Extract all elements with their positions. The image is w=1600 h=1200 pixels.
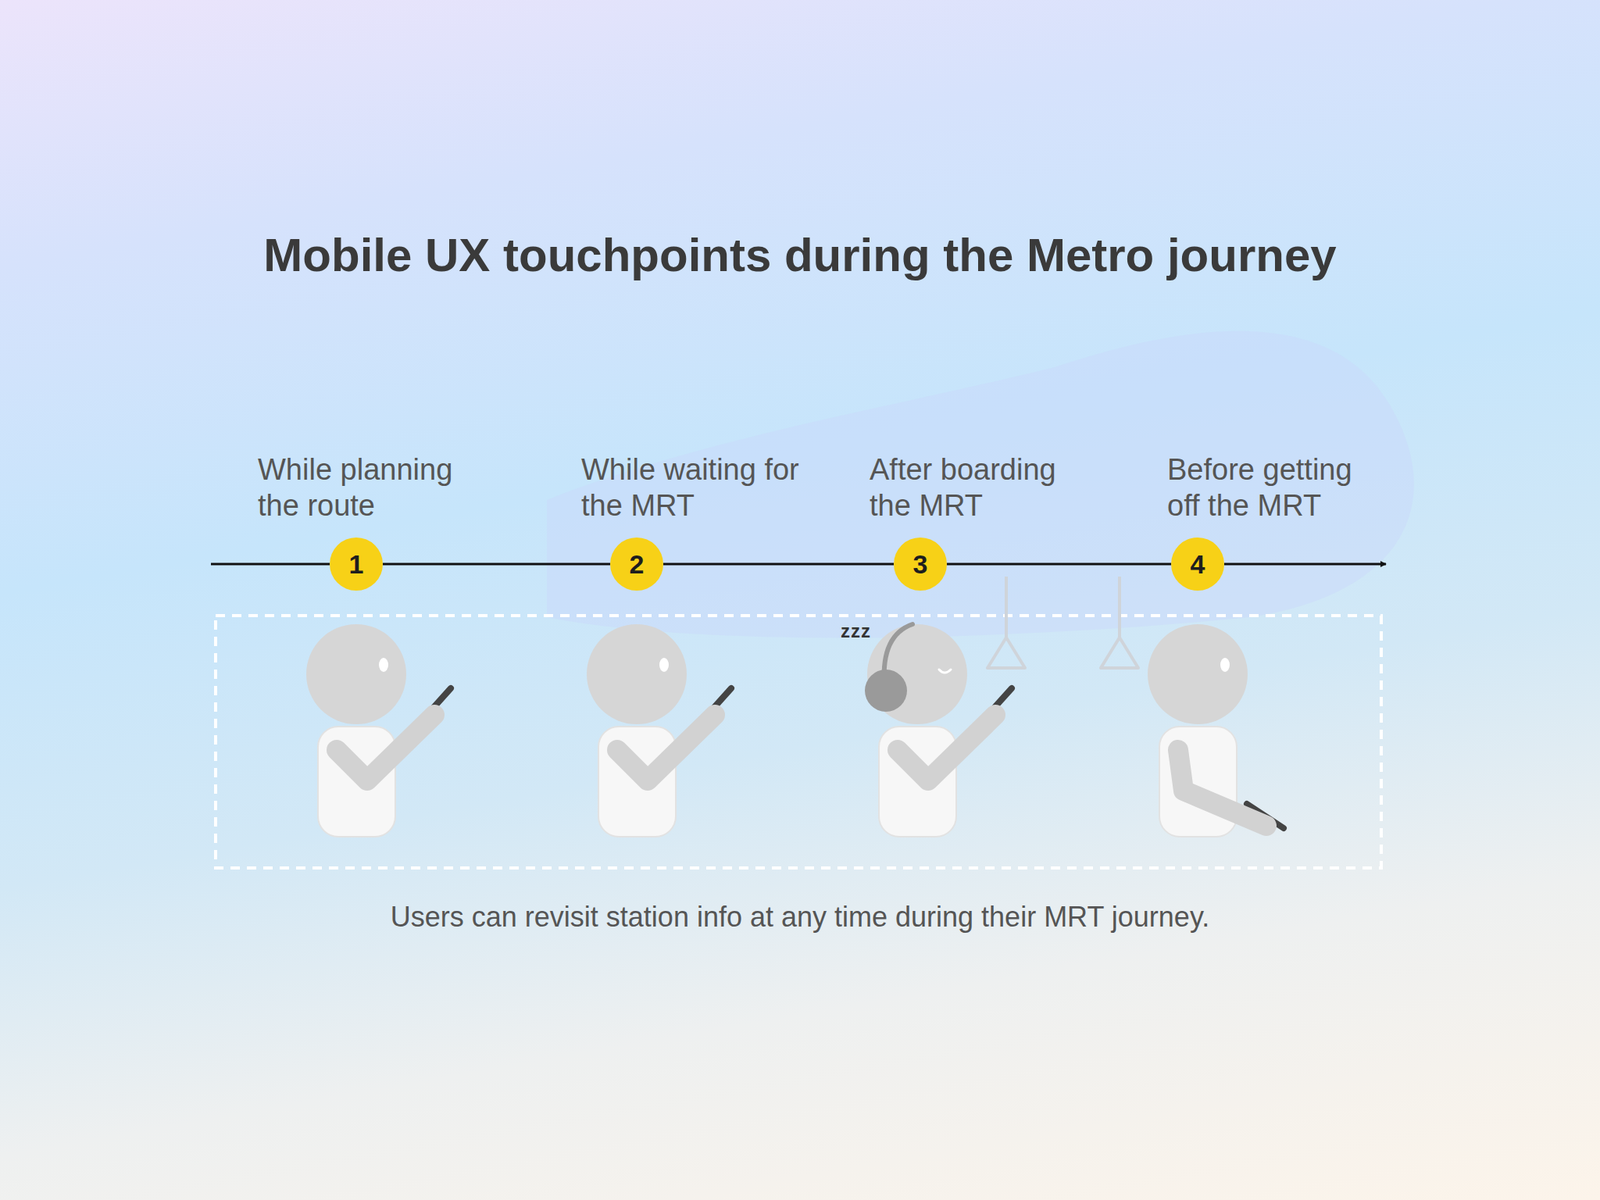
background-shape [546,331,1415,639]
title: Mobile UX touchpoints during the Metro j… [263,228,1336,283]
circle-fill [329,537,383,591]
step-label: While planning the route [257,451,493,524]
step-number-circle: 2 [610,537,664,591]
hand-strap [987,576,1139,668]
callout-number: 2 [629,549,645,580]
callout-number: 4 [1190,549,1206,580]
step-number-circle: 1 [329,537,383,591]
timeline-arrow [1224,563,1386,566]
step-label: Before getting off the MRT [1167,451,1379,524]
step-label: While waiting for the MRT [581,451,832,524]
callout-number: 3 [913,549,929,580]
person-figure [586,624,732,837]
circle-fill [1171,537,1225,591]
dashed-frame [215,615,1382,868]
caption: Users can revisit station info at any ti… [390,900,1210,934]
step-label: After boarding the MRT [869,451,1097,524]
step-number-circle: 4 [1171,537,1225,591]
person-figure [306,624,451,837]
sleeping-person-figure [864,624,1012,837]
person-figure [1147,624,1284,837]
circle-fill [610,537,664,591]
sleep-symbol: zzz [840,620,872,643]
step-number-circle: 3 [893,537,947,591]
callout-number: 1 [349,549,365,580]
timeline-start [210,563,330,566]
circle-fill [893,537,947,591]
timeline-segment [382,563,611,566]
timeline-segment [946,563,1172,566]
timeline-segment [663,563,894,566]
